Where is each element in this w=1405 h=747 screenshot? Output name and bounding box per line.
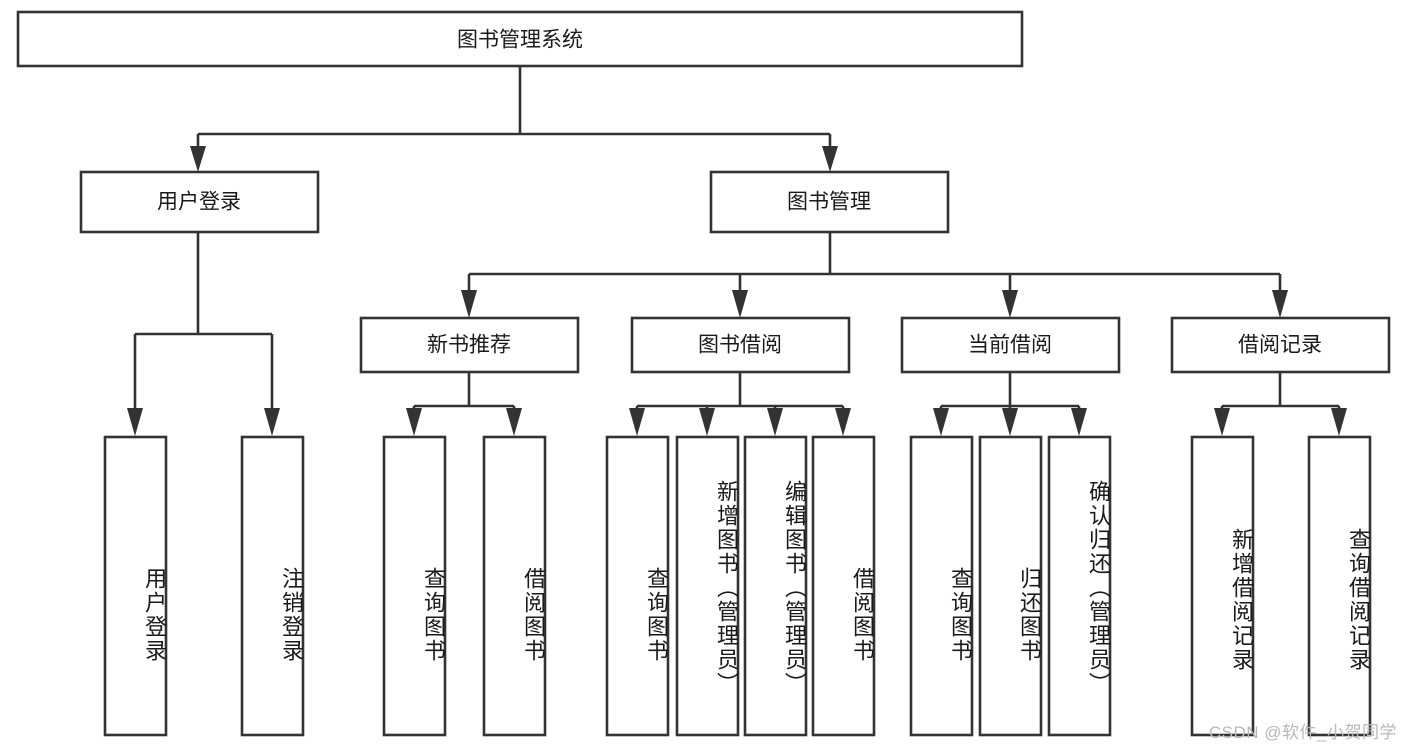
arrowhead-to-leaf-edit-book (767, 408, 783, 436)
node-leaf-return-book-box[interactable] (978, 435, 1043, 737)
arrowhead-to-new-book-recommend (461, 290, 477, 318)
arrowhead-to-leaf-borrow-book-2 (835, 408, 851, 436)
node-leaf-query-book-3-box[interactable] (909, 435, 974, 737)
arrowhead-to-leaf-add-record (1214, 408, 1230, 436)
arrowhead-to-leaf-query-book-2 (629, 408, 645, 436)
node-leaf-add-book-box[interactable] (675, 435, 740, 737)
arrowhead-to-user-login (190, 146, 206, 172)
arrowhead-to-current-borrow (1002, 290, 1018, 318)
edge-book-management-bus (467, 232, 1282, 294)
edge-user-login-bus (133, 232, 274, 412)
arrowhead-to-leaf-query-record (1331, 408, 1347, 436)
arrowhead-to-leaf-user-login (127, 408, 143, 436)
node-new-book-recommend-label: 新书推荐 (427, 334, 511, 357)
arrowhead-to-leaf-return-book (1002, 408, 1018, 436)
node-user-login-box[interactable] (79, 170, 320, 234)
node-book-management-box[interactable] (709, 170, 950, 234)
csdn-watermark: CSDN @软件_小贺同学 (1208, 723, 1397, 742)
node-leaf-query-book-1-box[interactable] (382, 435, 447, 737)
arrowhead-to-leaf-query-book-3 (933, 408, 949, 436)
node-book-borrow[interactable]: 图书借阅 (630, 316, 851, 374)
node-leaf-query-record-box[interactable] (1307, 435, 1372, 737)
arrowhead-to-borrow-record (1272, 290, 1288, 318)
node-leaf-add-record-box[interactable] (1190, 435, 1255, 737)
arrowhead-to-book-borrow (732, 290, 748, 318)
arrowhead-to-leaf-add-book (699, 408, 715, 436)
node-book-borrow-label: 图书借阅 (698, 334, 782, 357)
edge-book-borrow-bus (635, 372, 845, 414)
node-leaf-borrow-book-2-box[interactable] (811, 435, 876, 737)
node-current-borrow-label: 当前借阅 (968, 334, 1052, 357)
edge-current-borrow-bus (939, 372, 1081, 414)
node-leaf-user-logout-box[interactable] (240, 435, 305, 737)
node-leaf-edit-book-box[interactable] (743, 435, 808, 737)
edges-group (127, 66, 1347, 436)
node-user-login[interactable]: 用户登录 (79, 170, 320, 234)
node-leaf-borrow-book-1-box[interactable] (482, 435, 547, 737)
node-borrow-record-box[interactable] (1170, 316, 1391, 374)
node-user-login-label: 用户登录 (157, 191, 241, 214)
node-leaf-user-login-box[interactable] (103, 435, 168, 737)
node-new-book-recommend-box[interactable] (359, 316, 580, 374)
node-root-box[interactable] (16, 10, 1024, 68)
edge-new-book-recommend-bus (412, 372, 516, 414)
arrowhead-to-leaf-user-logout (264, 408, 280, 436)
node-book-management-label: 图书管理 (787, 191, 871, 214)
arrowhead-to-leaf-confirm-return (1071, 408, 1087, 436)
arrowhead-to-leaf-query-book-1 (406, 408, 422, 436)
node-root[interactable]: 图书管理系统 (16, 10, 1024, 68)
arrowhead-to-book-management (822, 146, 838, 172)
node-book-borrow-box[interactable] (630, 316, 851, 374)
node-current-borrow-box[interactable] (900, 316, 1121, 374)
node-root-label: 图书管理系统 (457, 29, 583, 52)
node-new-book-recommend[interactable]: 新书推荐 (359, 316, 580, 374)
edge-root-bus (196, 66, 832, 160)
node-book-management[interactable]: 图书管理 (709, 170, 950, 234)
edge-borrow-record-bus (1220, 372, 1341, 414)
node-current-borrow[interactable]: 当前借阅 (900, 316, 1121, 374)
node-leaf-confirm-return-box[interactable] (1047, 435, 1112, 737)
node-borrow-record[interactable]: 借阅记录 (1170, 316, 1391, 374)
node-borrow-record-label: 借阅记录 (1238, 334, 1322, 357)
node-leaf-query-book-2-box[interactable] (605, 435, 670, 737)
nodes-group: 图书管理系统 用户登录 图书管理 新书推荐 图书借阅 当前 (16, 10, 1391, 737)
arrowhead-to-leaf-borrow-book-1 (506, 408, 522, 436)
